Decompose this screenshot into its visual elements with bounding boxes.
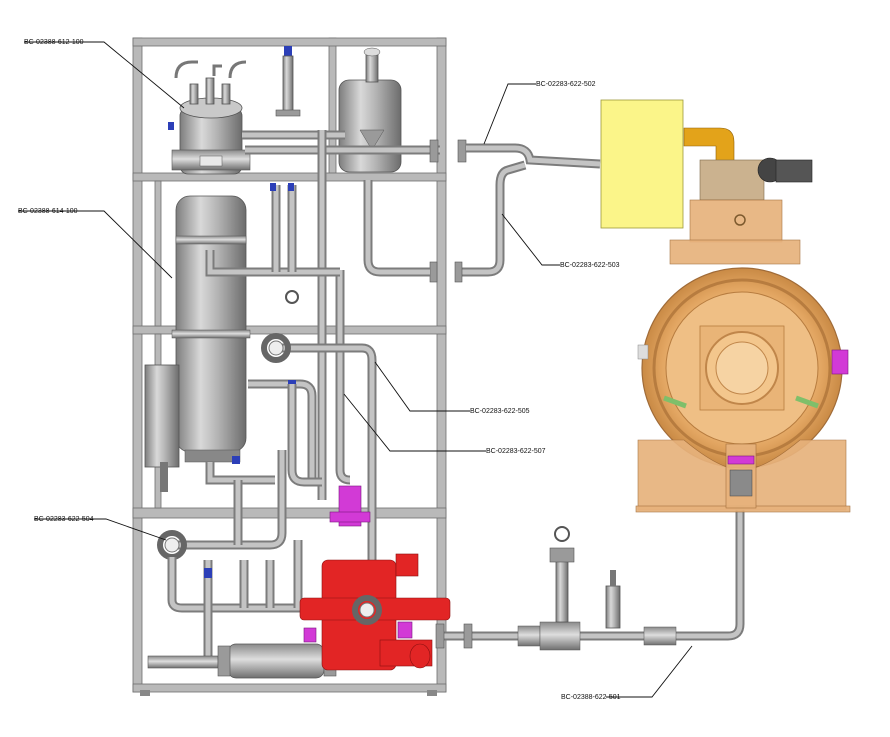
pump-assembly (299, 485, 451, 671)
callouts: BC-02388-612-100 BC-02388-614-100 BC-022… (18, 39, 693, 701)
upper-tank (168, 60, 251, 175)
column-vessel (144, 195, 251, 492)
label-tank-top: BC-02388-612-100 (24, 39, 84, 46)
label-return-line: BC-02283-622-503 (560, 262, 620, 269)
label-mid-elbow-a: BC-02283-622-505 (470, 408, 530, 415)
label-bottom-line: BC-02388-622-501 (561, 694, 621, 701)
label-lower-elbow: BC-02283-622-504 (34, 516, 94, 523)
label-mid-elbow-b: BC-02283-622-507 (486, 448, 546, 455)
vacuum-chamber (635, 127, 851, 513)
yellow-enclosure (600, 99, 684, 229)
valve-handwheels (204, 183, 299, 578)
label-outlet-to-box: BC-02283-622-502 (536, 81, 596, 88)
label-column: BC-02388-614-100 (18, 208, 78, 215)
support-frame (132, 37, 447, 696)
